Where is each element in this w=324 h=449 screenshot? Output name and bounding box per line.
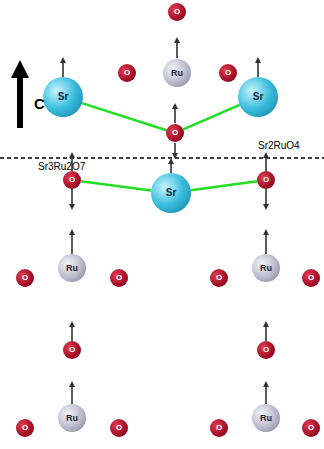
atom-symbol: Ru: [66, 414, 78, 423]
atom-sphere: O: [63, 341, 81, 359]
atom-sphere: O: [219, 64, 237, 82]
spin-arrows: [63, 40, 266, 404]
atom-symbol: Sr: [253, 92, 264, 102]
atom-sphere: Ru: [163, 59, 191, 87]
atom-symbol: O: [263, 176, 269, 184]
atom-symbol: O: [172, 129, 178, 137]
atom-symbol: Ru: [260, 264, 272, 273]
atom-sphere: O: [257, 171, 275, 189]
atom-symbol: Sr: [166, 188, 177, 198]
atom-symbol: O: [174, 8, 180, 16]
atom-symbol: O: [216, 274, 222, 282]
atom-sphere: Sr: [151, 173, 191, 213]
atom-sphere: Ru: [252, 404, 280, 432]
atom-symbol: O: [22, 274, 28, 282]
atom-symbol: O: [124, 69, 130, 77]
atom-sphere: O: [110, 269, 128, 287]
atom-symbol: O: [308, 274, 314, 282]
atom-sphere: O: [210, 419, 228, 437]
atom-symbol: O: [263, 346, 269, 354]
atom-symbol: O: [116, 274, 122, 282]
atom-symbol: O: [22, 424, 28, 432]
atom-symbol: O: [116, 424, 122, 432]
atom-sphere: Sr: [238, 77, 278, 117]
atom-symbol: Ru: [171, 69, 183, 78]
atom-sphere: O: [16, 269, 34, 287]
atom-symbol: Sr: [58, 92, 69, 102]
atom-sphere: O: [16, 419, 34, 437]
atom-sphere: O: [110, 419, 128, 437]
axis-label: C: [34, 96, 45, 111]
bond-line: [81, 181, 151, 190]
atom-symbol: Ru: [66, 264, 78, 273]
atom-sphere: O: [302, 269, 320, 287]
atom-symbol: Ru: [260, 414, 272, 423]
atom-sphere: O: [168, 3, 186, 21]
atom-sphere: Sr: [43, 77, 83, 117]
atom-symbol: O: [225, 69, 231, 77]
c-axis-arrow: [11, 60, 29, 128]
atom-symbol: O: [69, 346, 75, 354]
atom-sphere: Ru: [58, 404, 86, 432]
atom-sphere: O: [166, 124, 184, 142]
atom-sphere: Ru: [58, 254, 86, 282]
atom-sphere: O: [210, 269, 228, 287]
atom-symbol: O: [216, 424, 222, 432]
atom-sphere: O: [302, 419, 320, 437]
bond-line: [191, 181, 257, 190]
atom-sphere: O: [63, 171, 81, 189]
phase-label: Sr3Ru2O7: [38, 162, 85, 172]
atom-sphere: O: [118, 64, 136, 82]
atom-sphere: Ru: [252, 254, 280, 282]
bond-line: [82, 103, 166, 130]
atom-symbol: O: [69, 176, 75, 184]
phase-label: Sr2RuO4: [258, 141, 300, 151]
interface-line: [0, 157, 324, 159]
atom-sphere: O: [257, 341, 275, 359]
atom-symbol: O: [308, 424, 314, 432]
bond-line: [183, 105, 239, 129]
